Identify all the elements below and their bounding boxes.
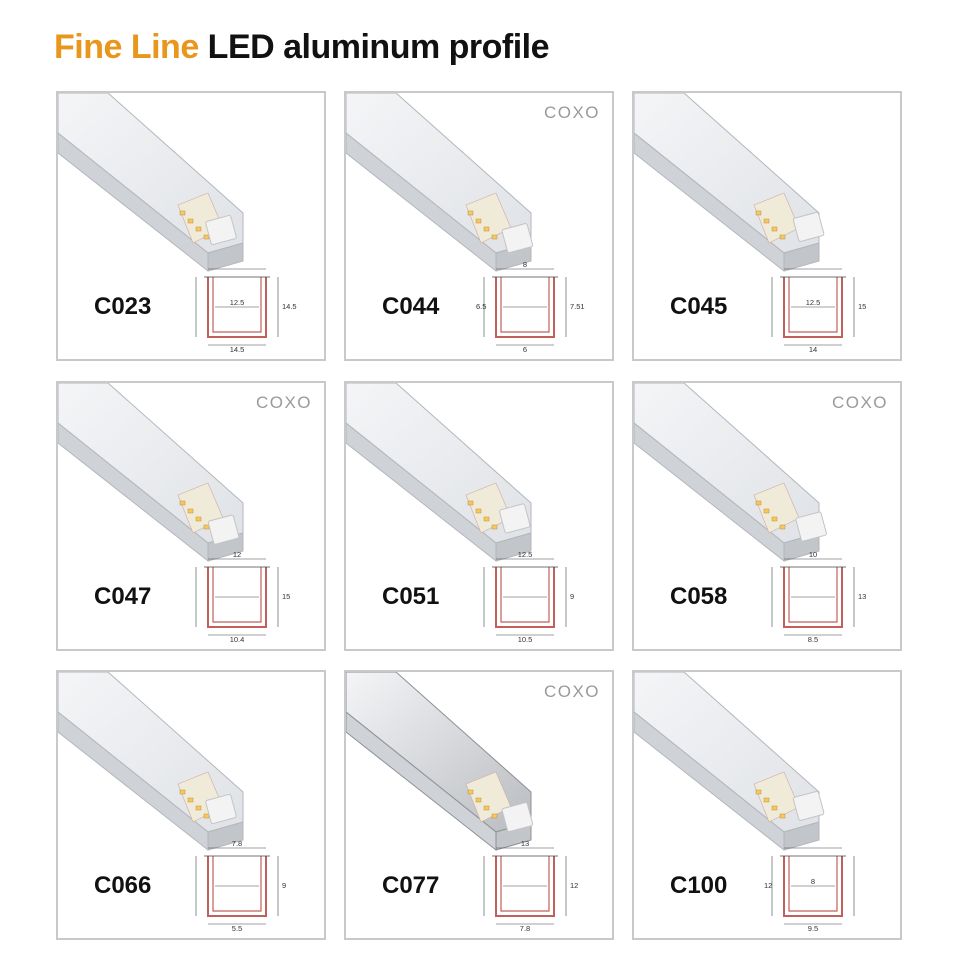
dim-bottom: 14 (809, 345, 817, 353)
profile-photo (58, 672, 244, 852)
product-code: C044 (382, 293, 440, 320)
dim-bottom: 10.5 (518, 635, 533, 643)
cross-section-diagram: 7.8 5.5 9 (195, 840, 286, 932)
product-code: C058 (670, 583, 728, 610)
dim-height: 15 (282, 592, 290, 601)
cross-section-diagram: 12 10.4 15 (195, 551, 290, 643)
dim-inner: 12.5 (806, 298, 821, 307)
profile-photo (634, 672, 825, 852)
dim-bottom: 7.8 (520, 924, 530, 932)
profile-photo (346, 93, 534, 273)
dim-bottom: 10.4 (230, 635, 245, 643)
dim-top: 10 (809, 551, 817, 559)
cross-section-diagram: 9.5 8 12 (764, 847, 855, 932)
product-card-c023: C023 14.5 12.5 14.5 (56, 91, 326, 361)
dim-height: 15 (858, 302, 866, 311)
profile-photo (58, 93, 244, 273)
dim-height-left: 6.5 (476, 302, 486, 311)
product-card-c047: COXO C047 12 10.4 15 (56, 381, 326, 651)
dim-height: 9 (282, 881, 286, 890)
title-rest: LED aluminum profile (198, 28, 550, 66)
dim-height: 13 (858, 592, 866, 601)
product-card-c100: C100 9.5 8 12 (632, 670, 902, 940)
dim-height: 12 (570, 881, 578, 890)
profile-photo (346, 383, 532, 563)
dim-inner: 12.5 (230, 298, 245, 307)
product-card-c077: COXO C077 13 7.8 12 (344, 670, 614, 940)
dim-bottom: 5.5 (232, 924, 242, 932)
product-code: C066 (94, 872, 152, 899)
product-code: C077 (382, 872, 440, 899)
page-title: Fine Line LED aluminum profile (54, 28, 550, 67)
dim-inner: 8 (811, 877, 815, 886)
product-code: C100 (670, 872, 728, 899)
cross-section-diagram: 12.5 10.5 9 (483, 551, 574, 643)
profile-photo (634, 93, 825, 273)
profile-photo (58, 383, 244, 563)
dim-top: 12 (233, 551, 241, 559)
dim-bottom: 8.5 (808, 635, 818, 643)
dim-height: 14.5 (282, 302, 297, 311)
dim-height: 7.51 (570, 302, 585, 311)
dim-top: 7.8 (232, 840, 242, 848)
product-code: C051 (382, 583, 440, 610)
brand-watermark: COXO (255, 393, 312, 412)
product-card-c045: C045 14 12.5 15 (632, 91, 902, 361)
brand-watermark: COXO (831, 393, 888, 412)
cross-section-diagram: 10 8.5 13 (771, 551, 866, 643)
dim-bottom: 6 (523, 345, 527, 353)
product-code: C047 (94, 583, 152, 610)
product-code: C045 (670, 293, 728, 320)
product-code: C023 (94, 293, 152, 320)
product-card-c051: C051 12.5 10.5 9 (344, 381, 614, 651)
product-card-c058: COXO C058 10 8.5 13 (632, 381, 902, 651)
cross-section-diagram: 14.5 12.5 14.5 (195, 268, 297, 353)
cross-section-diagram: 13 7.8 12 (483, 840, 578, 932)
dim-top: 8 (523, 261, 527, 269)
product-card-c044: COXO C044 8 6 7.51 6.5 (344, 91, 614, 361)
dim-height: 9 (570, 592, 574, 601)
product-card-c066: C066 7.8 5.5 9 (56, 670, 326, 940)
profile-photo (634, 383, 827, 563)
dim-bottom: 9.5 (808, 924, 818, 932)
title-accent: Fine Line (54, 28, 199, 66)
cross-section-diagram: 14 12.5 15 (771, 268, 866, 353)
cross-section-diagram: 8 6 7.51 6.5 (476, 261, 585, 353)
dim-bottom: 14.5 (230, 345, 245, 353)
dim-top: 12.5 (518, 551, 533, 559)
brand-watermark: COXO (543, 682, 600, 701)
dim-height-left: 12 (764, 881, 772, 890)
profile-photo (346, 672, 534, 852)
dim-top: 13 (521, 840, 529, 848)
brand-watermark: COXO (543, 103, 600, 122)
